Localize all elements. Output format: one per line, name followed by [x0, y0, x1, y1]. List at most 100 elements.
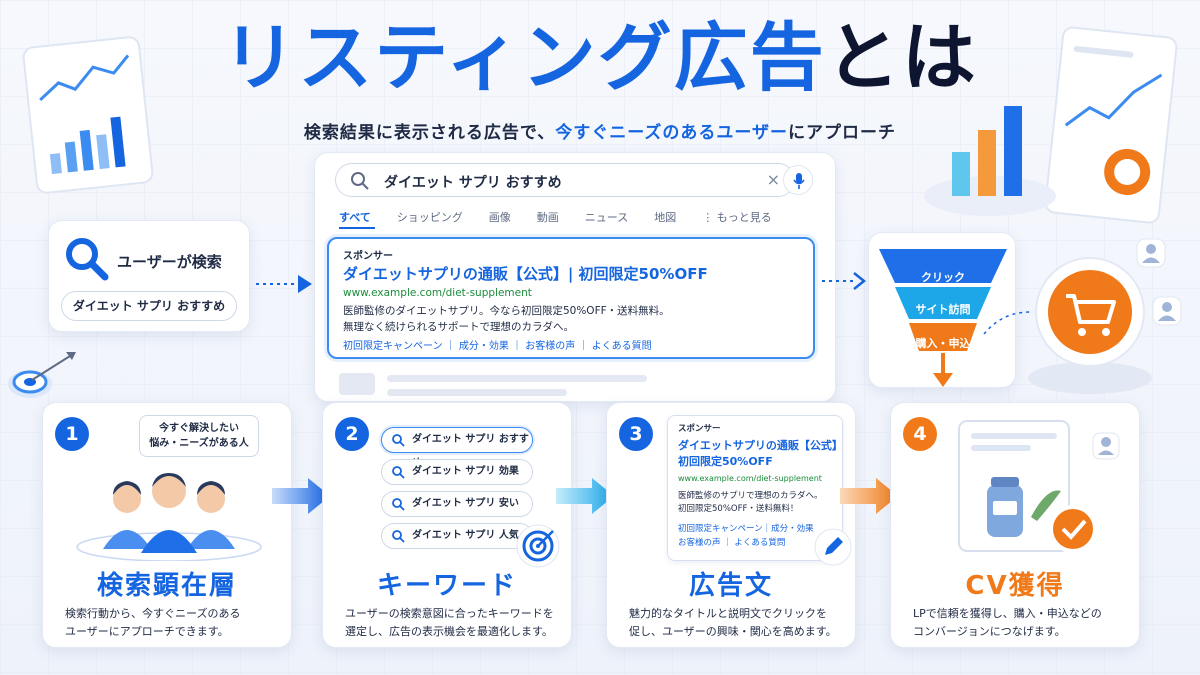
step-description: 魅力的なタイトルと説明文でクリックを 促し、ユーザーの興味・関心を高めます。 [629, 605, 841, 641]
user-icon [1136, 238, 1166, 268]
mic-icon [793, 173, 805, 189]
search-icon [392, 498, 405, 511]
step-card-2: 2 ダイエット サプリ おすすめ ダイエット サプリ 効果 ダイエット サプリ … [322, 402, 572, 648]
step-card-3: 3 スポンサー ダイエットサプリの通販【公式】 初回限定50%OFF www.e… [606, 402, 856, 648]
ad-description: 医師監修のサプリで理想のカラダへ。 初回限定50%OFF・送料無料！ [678, 490, 823, 516]
bar-chart-3d-icon [924, 106, 1056, 216]
conversion-funnel [879, 249, 1007, 387]
step-desc-line-2: ユーザーにアプローチできます。 [65, 625, 229, 638]
user-search-label: ユーザーが検索 [117, 253, 222, 271]
title-main: リスティング広告 [222, 15, 826, 101]
search-query: ダイエット サプリ おすすめ [384, 175, 562, 191]
tab-all[interactable]: すべて [339, 211, 371, 224]
landing-page-product-icon [958, 420, 1120, 553]
ad-url: www.example.com/diet-supplement [678, 474, 822, 483]
step-description: 検索行動から、今すぐニーズのある ユーザーにアプローチできます。 [65, 605, 277, 641]
step-desc-line-1: LPで信頼を獲得し、購入・申込などの [913, 607, 1102, 620]
step-heading: 検索顕在層 [96, 571, 237, 601]
user-icon [1152, 296, 1182, 326]
ad-headline: ダイエットサプリの通販【公式】 初回限定50%OFF [678, 438, 843, 470]
result-skeleton-line [387, 389, 567, 396]
mic-button[interactable] [783, 165, 813, 195]
tab-maps[interactable]: 地図 [654, 211, 677, 224]
step-card-4: 4 CV獲得 LPで信頼を獲得し、購入・申込などの コンバージョンにつなげます。 [890, 402, 1140, 648]
magnifier-icon [66, 238, 109, 281]
dotted-arrow-icon [822, 272, 867, 290]
tab-images[interactable]: 画像 [488, 211, 511, 224]
search-results-panel: ダイエット サプリ おすすめ × すべて ショッピング 画像 動画 ニュース 地… [314, 152, 836, 402]
step-desc-line-2: 促し、ユーザーの興味・関心を高めます。 [629, 625, 837, 638]
keyword-text: ダイエット サプリ 人気 [412, 530, 519, 541]
result-skeleton-line [387, 375, 647, 382]
pencil-icon [814, 528, 852, 566]
search-ad-result[interactable]: スポンサー ダイエットサプリの通販【公式】| 初回限定50%OFF www.ex… [327, 237, 815, 359]
search-tabs: すべて ショッピング 画像 動画 ニュース 地図 ⋮ もっと見る [339, 209, 772, 225]
keyword-pill[interactable]: ダイエット サプリ 人気 [381, 523, 533, 549]
step-description: ユーザーの検索意図に合ったキーワードを 選定し、広告の表示機会を最適化します。 [345, 605, 557, 641]
page-subtitle: 検索結果に表示される広告で、今すぐニーズのあるユーザーにアプローチ [303, 123, 897, 143]
funnel-step-visit: サイト訪問 [915, 303, 971, 316]
step-heading: キーワード [376, 571, 517, 601]
funnel-step-purchase: 購入・申込 [915, 337, 971, 350]
arrow-right-icon [556, 478, 614, 514]
tab-more[interactable]: ⋮ もっと見る [702, 211, 772, 224]
step-card-1: 1 今すぐ解決したい 悩み・ニーズがある人 検索顕在層 検索行動から、今すぐニー… [42, 402, 292, 648]
user-search-card: ユーザーが検索 ダイエット サプリ おすすめ [48, 220, 250, 332]
bubble-line-1: 今すぐ解決したい [159, 423, 239, 434]
step-number: 3 [619, 417, 653, 451]
dotted-arrow-icon [256, 275, 312, 293]
step-number: 1 [55, 417, 89, 451]
ad-desc-line-1: 医師監修のダイエットサプリ。今なら初回限定50%OFF・送料無料。 [343, 305, 670, 317]
step-description: LPで信頼を獲得し、購入・申込などの コンバージョンにつなげます。 [913, 605, 1125, 641]
funnel-panel: クリック サイト訪問 購入・申込 [868, 232, 1016, 388]
ad-desc-line-1: 医師監修のサプリで理想のカラダへ。 [678, 491, 823, 501]
ad-description: 医師監修のダイエットサプリ。今なら初回限定50%OFF・送料無料。 無理なく続け… [343, 303, 670, 335]
step-number: 4 [903, 417, 937, 451]
step-desc-line-1: 検索行動から、今すぐニーズのある [65, 607, 241, 620]
search-icon [392, 530, 405, 543]
keyword-text: ダイエット サプリ 安い [412, 498, 519, 509]
ad-headline[interactable]: ダイエットサプリの通販【公式】| 初回限定50%OFF [343, 265, 708, 283]
search-icon [351, 172, 369, 190]
clear-icon[interactable]: × [766, 170, 780, 189]
step-heading: CV獲得 [965, 571, 1065, 601]
result-thumbnail [339, 373, 375, 395]
ad-url: www.example.com/diet-supplement [343, 287, 532, 299]
step-desc-line-1: ユーザーの検索意図に合ったキーワードを [345, 607, 554, 620]
page-title: リスティング広告とは [0, 14, 1200, 102]
tab-news[interactable]: ニュース [584, 211, 629, 224]
arrow-right-icon [272, 478, 330, 514]
search-icon [392, 434, 405, 447]
bubble-line-2: 悩み・ニーズがある人 [149, 438, 249, 449]
step-desc-line-2: コンバージョンにつなげます。 [913, 625, 1066, 638]
tab-videos[interactable]: 動画 [536, 211, 559, 224]
report-tablet-icon [1044, 26, 1178, 224]
arrow-right-icon [840, 478, 898, 514]
step-desc-line-1: 魅力的なタイトルと説明文でクリックを [629, 607, 827, 620]
ad-title-line-2: 初回限定50%OFF [678, 455, 773, 468]
search-bar[interactable]: ダイエット サプリ おすすめ × [335, 163, 795, 197]
shopping-cart-icon [1028, 257, 1152, 394]
funnel-step-click: クリック [921, 271, 965, 284]
keyword-pill[interactable]: ダイエット サプリ 安い [381, 491, 533, 517]
step-number: 2 [335, 417, 369, 451]
user-search-query[interactable]: ダイエット サプリ おすすめ [61, 291, 237, 321]
ad-preview: スポンサー ダイエットサプリの通販【公式】 初回限定50%OFF www.exa… [667, 415, 843, 561]
target-icon [8, 352, 76, 398]
ad-links-line-1: 初回限定キャンペーン｜成分・効果 [678, 524, 814, 534]
ad-desc-line-2: 無理なく続けられるサポートで理想のカラダへ。 [343, 321, 574, 333]
ad-sitelinks: 初回限定キャンペーン｜成分・効果 お客様の声 ｜ よくある質問 [678, 522, 814, 550]
title-tail: とは [825, 15, 978, 101]
sponsor-label: スポンサー [678, 424, 721, 434]
speech-bubble: 今すぐ解決したい 悩み・ニーズがある人 [139, 415, 259, 457]
keyword-pill[interactable]: ダイエット サプリ 効果 [381, 459, 533, 485]
ad-sitelinks[interactable]: 初回限定キャンペーン ｜ 成分・効果 ｜ お客様の声 ｜ よくある質問 [343, 341, 652, 352]
search-icon [392, 466, 405, 479]
keyword-text: ダイエット サプリ 効果 [412, 466, 519, 477]
sponsor-label: スポンサー [343, 251, 393, 262]
ad-title-line-1: ダイエットサプリの通販【公式】 [678, 439, 843, 452]
tab-shopping[interactable]: ショッピング [396, 211, 463, 224]
active-tab-indicator [339, 227, 375, 229]
analytics-tablet-icon [22, 36, 154, 194]
step-desc-line-2: 選定し、広告の表示機会を最適化します。 [345, 625, 553, 638]
